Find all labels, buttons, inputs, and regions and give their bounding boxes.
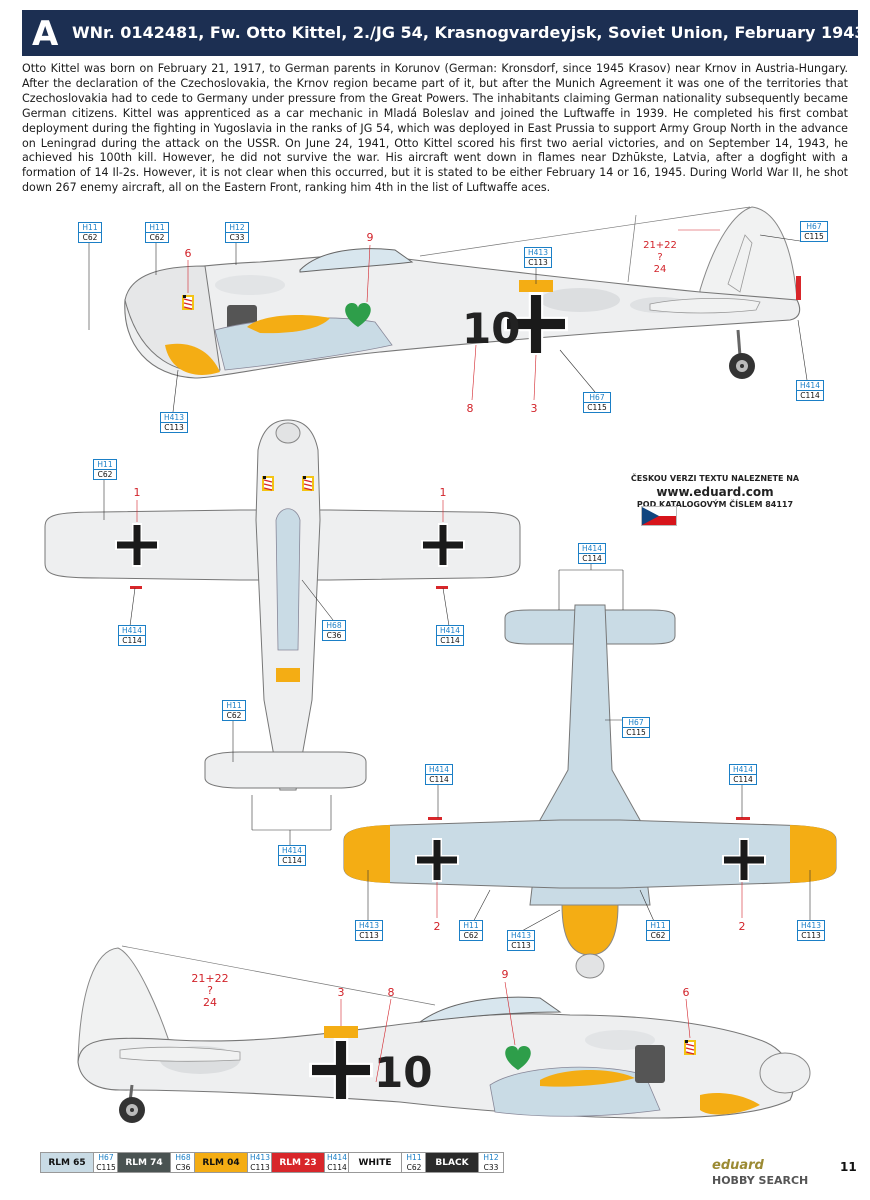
legend-code-c: C114 xyxy=(327,1162,347,1172)
legend-code-c: C62 xyxy=(406,1162,422,1172)
legend-code-h: H414 xyxy=(327,1153,347,1162)
upper-planform xyxy=(44,419,521,791)
legend-swatch: RLM 74 xyxy=(117,1152,171,1173)
legend-code-c: C113 xyxy=(250,1162,270,1172)
pilot-biography: Otto Kittel was born on February 21, 191… xyxy=(22,62,848,195)
legend-code-c: C33 xyxy=(483,1162,499,1172)
marker-1-left: 1 xyxy=(134,486,141,499)
marker-7-bottom: 8 xyxy=(388,986,395,999)
stencil-n-top: 24 xyxy=(654,264,667,275)
stencil-id-top: 21+22 xyxy=(643,240,677,251)
marker-6-bottom: 6 xyxy=(683,986,690,999)
legend-code-c: C36 xyxy=(175,1162,191,1172)
watermark: HOBBY SEARCH xyxy=(712,1174,809,1187)
czech-version-note: ČESKOU VERZI TEXTU NALEZNETE NA www.edua… xyxy=(600,473,830,511)
legend-swatch: RLM 04 xyxy=(194,1152,248,1173)
legend-code-c: C115 xyxy=(96,1162,116,1172)
marker-8-bottom: 9 xyxy=(502,968,509,981)
profile-letter: A xyxy=(32,14,59,54)
marker-1-right: 1 xyxy=(440,486,447,499)
profile-title: WNr. 0142481, Fw. Otto Kittel, 2./JG 54,… xyxy=(72,23,866,42)
marker-2-right: 2 xyxy=(739,920,746,933)
legend-code-h: H413 xyxy=(250,1153,270,1162)
marker-6: 6 xyxy=(185,247,192,260)
page-number: 11 xyxy=(840,1160,857,1174)
marker-8: 9 xyxy=(367,231,374,244)
eduard-logo: eduard xyxy=(712,1158,764,1173)
side-profile-starboard xyxy=(77,945,811,1123)
lower-planform xyxy=(343,604,837,979)
legend-swatch: BLACK xyxy=(425,1152,479,1173)
marker-3: 3 xyxy=(531,402,538,415)
marker-2-left: 2 xyxy=(434,920,441,933)
marker-7: 8 xyxy=(467,402,474,415)
marker-3-bottom: 3 xyxy=(338,986,345,999)
legend-code-h: H11 xyxy=(406,1153,422,1162)
legend-code-h: H68 xyxy=(175,1153,191,1162)
stencil-q-top: ? xyxy=(657,252,662,263)
aircraft-code-top: 10 xyxy=(462,304,520,353)
legend-swatch: RLM 23 xyxy=(271,1152,325,1173)
legend-swatch: WHITE xyxy=(348,1152,402,1173)
legend-swatch: RLM 65 xyxy=(40,1152,94,1173)
czech-url[interactable]: www.eduard.com xyxy=(656,485,774,499)
czech-line-1: ČESKOU VERZI TEXTU NALEZNETE NA xyxy=(630,474,800,483)
marker-lines xyxy=(136,229,743,1083)
czech-line-2: POD KATALOGOVÝM ČÍSLEM 84117 xyxy=(636,500,794,509)
legend-code-h: H67 xyxy=(98,1153,114,1162)
legend-code-h: H12 xyxy=(483,1153,499,1162)
leader-lines xyxy=(88,234,811,933)
profile-header: A WNr. 0142481, Fw. Otto Kittel, 2./JG 5… xyxy=(22,10,866,56)
stencil-n-bottom: 24 xyxy=(203,996,217,1009)
side-profile-port xyxy=(124,206,801,379)
stencil-q-bottom: ? xyxy=(207,984,213,997)
czech-flag-icon xyxy=(641,506,677,526)
stencil-id-bottom: 21+22 xyxy=(191,972,228,985)
aircraft-code-bottom: 10 xyxy=(374,1048,432,1097)
marker-numbers: 9 6 8 3 1 1 2 2 3 8 9 6 xyxy=(134,231,746,999)
